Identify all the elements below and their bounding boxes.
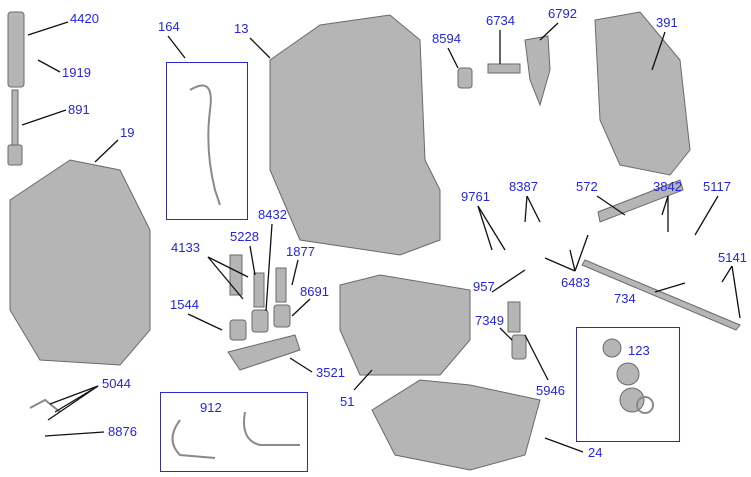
callout-box-912 <box>160 392 308 472</box>
part-6734 <box>487 63 521 74</box>
part-734 <box>581 259 741 331</box>
part-label-1877[interactable]: 1877 <box>286 244 315 259</box>
part-24-pan <box>371 379 541 471</box>
part-label-391[interactable]: 391 <box>656 15 678 30</box>
part-label-3521[interactable]: 3521 <box>316 365 345 380</box>
part-label-572[interactable]: 572 <box>576 179 598 194</box>
part-label-8594[interactable]: 8594 <box>432 31 461 46</box>
part-label-957[interactable]: 957 <box>473 279 495 294</box>
part-label-5117[interactable]: 5117 <box>703 179 731 194</box>
part-label-24[interactable]: 24 <box>588 445 603 460</box>
part-label-4420[interactable]: 4420 <box>70 11 99 26</box>
part-label-6792[interactable]: 6792 <box>548 6 577 21</box>
part-label-5141[interactable]: 5141 <box>718 250 747 265</box>
part-label-7349[interactable]: 7349 <box>475 313 504 328</box>
leader-lines <box>21 21 741 453</box>
part-6792 <box>524 35 551 107</box>
part-391-cover <box>594 11 691 176</box>
part-3521 <box>227 334 301 371</box>
callout-box-123 <box>576 327 680 442</box>
part-label-6734[interactable]: 6734 <box>486 13 515 28</box>
part-label-4133[interactable]: 4133 <box>171 240 200 255</box>
part-label-9761[interactable]: 9761 <box>461 189 490 204</box>
part-label-912[interactable]: 912 <box>200 400 222 415</box>
part-4420 <box>7 11 25 88</box>
part-label-734[interactable]: 734 <box>614 291 636 306</box>
part-label-5228[interactable]: 5228 <box>230 229 259 244</box>
part-label-13[interactable]: 13 <box>234 21 249 36</box>
part-label-891[interactable]: 891 <box>68 102 90 117</box>
part-13-case <box>269 14 441 256</box>
part-19-housing <box>9 159 151 366</box>
part-label-6483[interactable]: 6483 <box>561 275 590 290</box>
part-891 <box>11 89 19 146</box>
part-label-1544[interactable]: 1544 <box>170 297 199 312</box>
part-label-3842[interactable]: 3842 <box>653 179 682 194</box>
part-label-5946[interactable]: 5946 <box>536 383 565 398</box>
part-label-164[interactable]: 164 <box>158 19 180 34</box>
part-label-1919[interactable]: 1919 <box>62 65 91 80</box>
part-label-8432[interactable]: 8432 <box>258 207 287 222</box>
part-label-19[interactable]: 19 <box>120 125 135 140</box>
part-label-5044[interactable]: 5044 <box>102 376 131 391</box>
part-label-8387[interactable]: 8387 <box>509 179 538 194</box>
part-8594 <box>457 67 473 89</box>
part-label-8691[interactable]: 8691 <box>300 284 329 299</box>
part-label-123[interactable]: 123 <box>628 343 650 358</box>
part-label-8876[interactable]: 8876 <box>108 424 137 439</box>
callout-box-164 <box>166 62 248 220</box>
part-51-valve-body <box>339 274 471 376</box>
part-label-51[interactable]: 51 <box>340 394 355 409</box>
